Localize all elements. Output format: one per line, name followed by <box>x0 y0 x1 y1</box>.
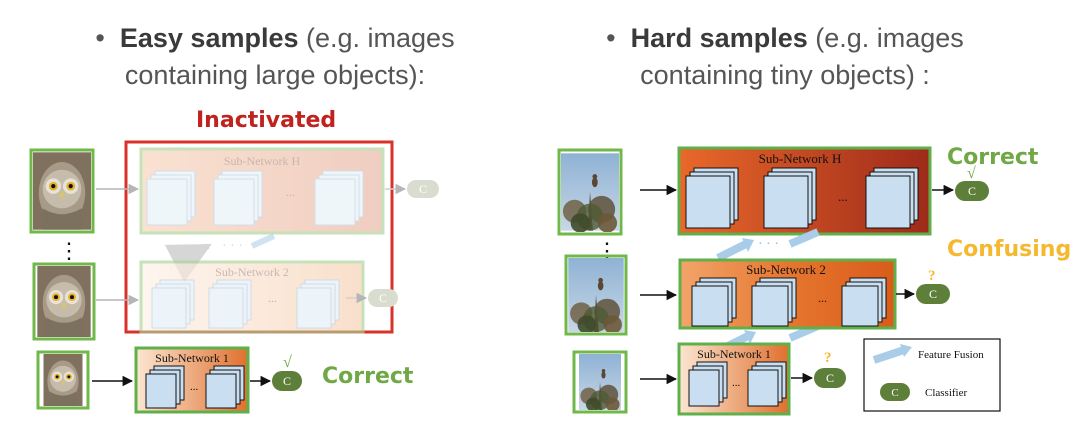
svg-text:C: C <box>968 184 976 198</box>
right-1-ellipsis: ... <box>732 377 741 389</box>
left-fusion-arrows: · · · <box>164 233 276 283</box>
right-h-classifier: C <box>955 181 989 201</box>
right-subnet-2: Sub-Network 2 ... <box>678 258 897 330</box>
hard-samples-title-rest: (e.g. images <box>807 23 964 53</box>
right-2-stack-1 <box>691 277 737 327</box>
svg-text:C: C <box>379 291 387 305</box>
right-correct-label: Correct <box>947 145 1039 170</box>
left-2-ellipsis: ... <box>268 291 277 305</box>
right-2-stack-3 <box>841 277 887 327</box>
left-h-stack-1 <box>146 170 196 226</box>
right-1-question: ? <box>824 350 832 366</box>
right-image-large <box>557 148 623 236</box>
right-subnet-1: Sub-Network 1 ... <box>677 342 791 416</box>
left-image-medium <box>32 262 96 341</box>
left-image-small <box>36 350 90 410</box>
svg-text:C: C <box>283 374 291 388</box>
left-2-classifier: C <box>368 289 398 307</box>
left-1-classifier: C <box>272 371 302 391</box>
left-2-stack-3 <box>296 279 340 329</box>
inactivated-label: Inactivated <box>196 108 337 133</box>
left-h-classifier: C <box>407 180 439 198</box>
svg-text:· · ·: · · · <box>758 237 779 252</box>
left-image-large <box>29 148 95 234</box>
legend-classifier-icon: C <box>880 383 910 401</box>
right-h-stack-2 <box>763 167 817 229</box>
left-2-stack-1 <box>151 279 195 329</box>
right-1-classifier: C <box>814 368 846 388</box>
left-subnet-h-label: Sub-Network H <box>224 154 301 168</box>
svg-text:· · ·: · · · <box>222 239 243 254</box>
hard-samples-title: Hard samples <box>630 23 808 53</box>
hard-samples-heading: • Hard samples (e.g. images containing t… <box>570 20 1000 94</box>
svg-text:C: C <box>419 182 427 196</box>
left-subnet-2: Sub-Network 2 ... <box>139 260 365 334</box>
left-subnet-2-label: Sub-Network 2 <box>215 265 289 279</box>
legend-classifier-label: Classifier <box>925 387 967 399</box>
right-2-question: ? <box>928 268 936 284</box>
easy-samples-heading: • Easy samples (e.g. images containing l… <box>60 20 490 94</box>
left-1-ellipsis: ... <box>190 381 199 393</box>
svg-text:C: C <box>891 387 898 399</box>
left-h-stack-2 <box>213 170 263 226</box>
bullet: • <box>95 23 105 53</box>
right-1-stack-1 <box>688 361 728 407</box>
right-2-classifier: C <box>916 284 950 304</box>
hard-samples-title-line2: containing tiny objects) : <box>640 60 930 90</box>
left-vdots: ⋮ <box>58 238 80 263</box>
right-subnet-h: Sub-Network H ... <box>677 146 932 236</box>
left-subnet-1-label: Sub-Network 1 <box>155 351 229 365</box>
right-2-stack-2 <box>751 277 797 327</box>
left-1-stack-1 <box>145 365 185 409</box>
right-h-ellipsis: ... <box>838 189 848 204</box>
left-subnet-1: Sub-Network 1 ... <box>134 346 250 414</box>
legend-fusion-label: Feature Fusion <box>918 349 984 361</box>
right-2-ellipsis: ... <box>818 291 827 305</box>
right-confusing-label: Confusing <box>947 237 1072 262</box>
legend-fusion-icon <box>872 344 912 364</box>
legend-box: Feature Fusion C Classifier <box>863 338 1001 412</box>
right-image-medium <box>564 254 628 336</box>
bullet: • <box>606 23 616 53</box>
svg-text:C: C <box>929 287 937 301</box>
right-1-stack-2 <box>747 361 787 407</box>
easy-samples-title-line2: containing large objects): <box>124 60 426 90</box>
left-correct-label: Correct <box>322 364 414 389</box>
easy-samples-title: Easy samples <box>119 23 299 53</box>
right-h-stack-3 <box>865 167 919 229</box>
right-image-small <box>572 350 628 414</box>
easy-samples-title-rest: (e.g. images <box>298 23 455 53</box>
right-h-stack-1 <box>685 167 739 229</box>
left-h-ellipsis: ... <box>286 185 295 199</box>
left-h-stack-3 <box>314 170 364 226</box>
right-subnet-h-label: Sub-Network H <box>759 151 842 166</box>
right-subnet-1-label: Sub-Network 1 <box>697 347 771 361</box>
right-subnet-2-label: Sub-Network 2 <box>746 262 826 277</box>
right-fusion-arrows-top: · · · <box>716 228 820 262</box>
left-check-mark: √ <box>283 354 292 371</box>
svg-text:C: C <box>826 371 834 385</box>
left-1-stack-2 <box>205 365 245 409</box>
left-subnet-h: Sub-Network H ... <box>139 147 385 235</box>
left-2-stack-2 <box>208 279 252 329</box>
right-check-mark: √ <box>967 165 976 182</box>
